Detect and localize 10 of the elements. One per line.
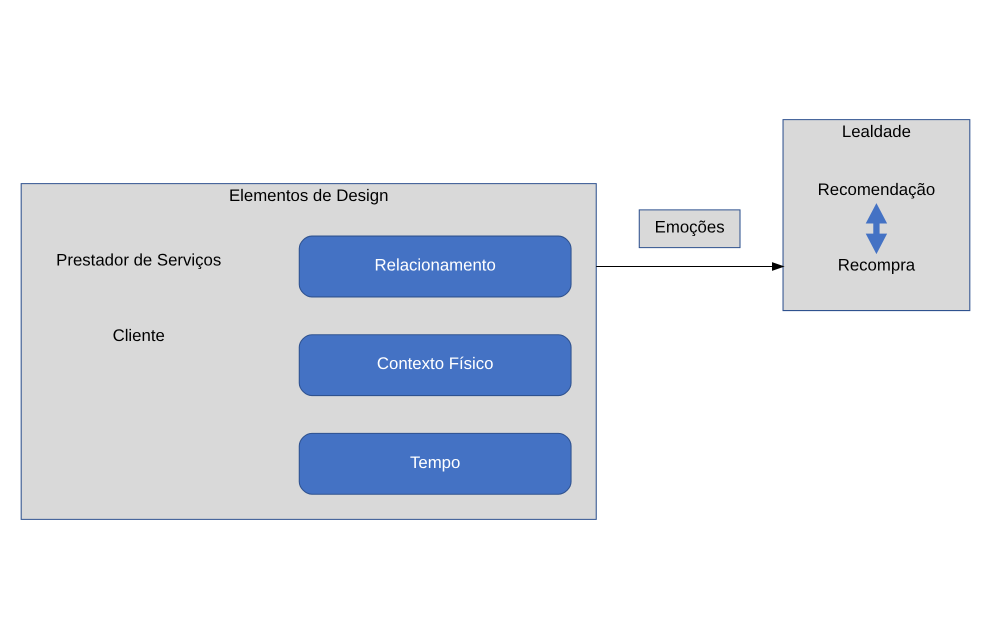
- label: Cliente: [112, 325, 165, 344]
- node-box: Tempo: [298, 432, 572, 494]
- node-box: Emoções: [638, 208, 741, 248]
- arrow: [866, 202, 888, 254]
- label: Prestador de Serviços: [56, 250, 222, 269]
- node-text: Recomendação: [818, 179, 936, 198]
- arrow: [596, 262, 785, 270]
- node-box: Contexto Físico: [298, 334, 572, 396]
- node-text: Recompra: [838, 254, 916, 274]
- node-box: Relacionamento: [298, 235, 572, 297]
